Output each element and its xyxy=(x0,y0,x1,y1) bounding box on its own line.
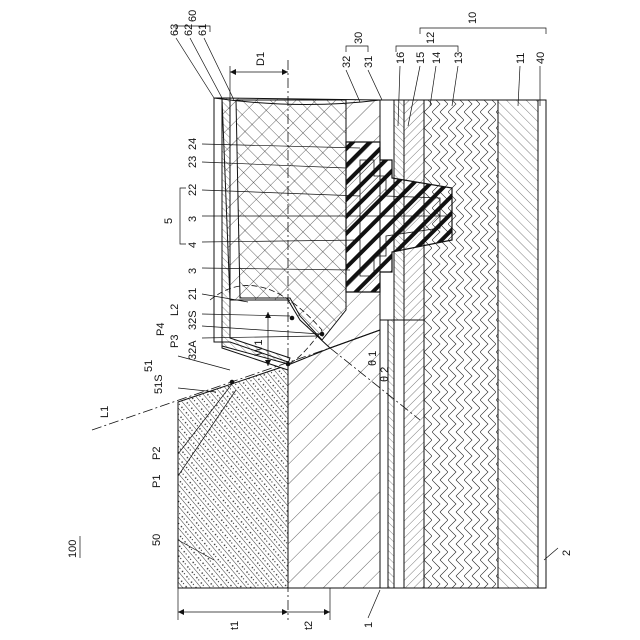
layer-15-lower xyxy=(394,320,404,588)
label-63: 63 xyxy=(169,24,181,36)
lower-cladding-1 xyxy=(380,320,388,588)
layer-13 xyxy=(424,100,498,588)
label-P2: P2 xyxy=(151,447,163,460)
core-layer-lower xyxy=(288,330,380,588)
label-32: 32 xyxy=(341,56,353,68)
label-60: 60 xyxy=(187,10,199,22)
layer-40 xyxy=(538,100,546,588)
label-L1: L1 xyxy=(99,406,111,418)
label-11: 11 xyxy=(515,53,527,64)
label-P3: P3 xyxy=(169,335,181,348)
brace-5 xyxy=(180,188,186,244)
label-W1: W1 xyxy=(253,340,265,357)
label-P4: P4 xyxy=(155,323,167,336)
label-21: 21 xyxy=(187,288,199,300)
label-theta1: θ 1 xyxy=(367,351,379,366)
dim-W1-arrow-top xyxy=(265,312,271,318)
label-5: 5 xyxy=(163,218,175,224)
dim-t1-arrow-left xyxy=(178,609,184,615)
label-62: 62 xyxy=(183,24,195,36)
label-3-bottom: 3 xyxy=(187,268,199,274)
brace-30 xyxy=(346,46,368,52)
brace-12 xyxy=(396,46,458,52)
label-50: 50 xyxy=(151,534,163,546)
label-theta2: θ 2 xyxy=(379,367,391,382)
layer-14-lower xyxy=(404,320,424,588)
point-P2 xyxy=(286,362,291,367)
label-figure-number: 100 xyxy=(67,540,79,558)
label-13: 13 xyxy=(453,52,465,64)
brace-10 xyxy=(420,28,546,34)
label-31: 31 xyxy=(363,56,375,68)
label-10: 10 xyxy=(467,12,479,24)
label-3-top: 3 xyxy=(187,216,199,222)
label-14: 14 xyxy=(431,52,443,64)
label-32S: 32S xyxy=(187,310,199,330)
label-22: 22 xyxy=(187,184,199,196)
label-12: 12 xyxy=(425,32,437,44)
label-4: 4 xyxy=(187,242,199,248)
label-24: 24 xyxy=(187,138,199,150)
thin-band-31 xyxy=(388,320,394,588)
point-P1 xyxy=(230,380,235,385)
layer-11 xyxy=(498,100,538,588)
label-1: 1 xyxy=(363,622,375,628)
label-40: 40 xyxy=(535,52,547,64)
label-30: 30 xyxy=(353,32,365,44)
label-51S: 51S xyxy=(153,374,165,394)
label-23: 23 xyxy=(187,156,199,168)
label-t1: t1 xyxy=(229,621,241,630)
label-t2: t2 xyxy=(303,621,315,630)
label-P1: P1 xyxy=(151,475,163,488)
label-D1: D1 xyxy=(255,52,267,66)
point-P3 xyxy=(320,332,325,337)
point-P4 xyxy=(290,316,295,321)
label-L2: L2 xyxy=(169,304,181,316)
dim-t1-arrow-right xyxy=(282,609,288,615)
label-2: 2 xyxy=(561,550,573,556)
dim-D1-arrow-right xyxy=(282,69,288,75)
dim-D1-arrow-left xyxy=(230,69,236,75)
label-51: 51 xyxy=(143,360,155,372)
label-32A: 32A xyxy=(187,340,199,360)
resin-substrate-50 xyxy=(178,365,288,588)
label-16: 16 xyxy=(395,52,407,64)
label-15: 15 xyxy=(415,52,427,64)
label-61: 61 xyxy=(197,24,209,36)
dim-t2-arrow-right xyxy=(324,609,330,615)
